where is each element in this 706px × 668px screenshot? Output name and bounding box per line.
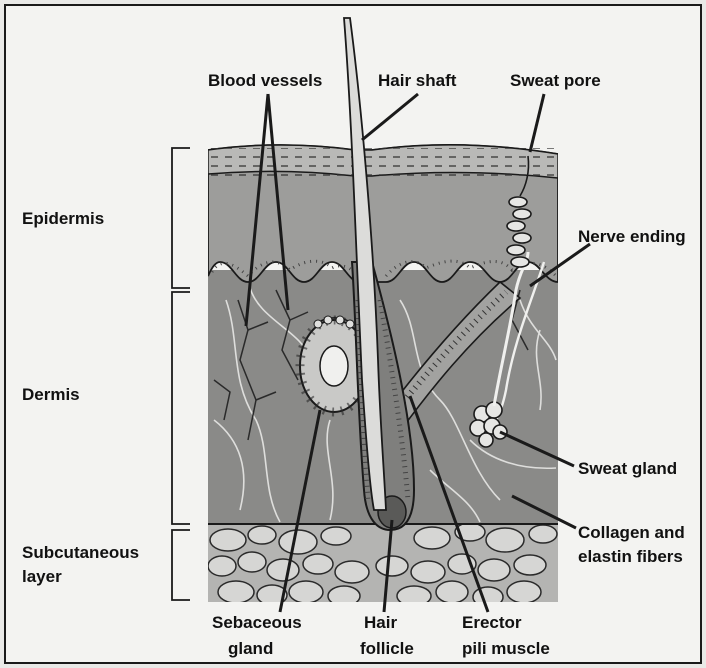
sweat-pore-leader xyxy=(530,94,544,152)
hair-shaft-label: Hair shaft xyxy=(378,71,457,90)
blood-vessels-label: Blood vessels xyxy=(208,71,322,90)
dermis-label: Dermis xyxy=(22,385,80,404)
hair-follicle-label-line1: Hair xyxy=(364,613,397,632)
sweat-gland-label: Sweat gland xyxy=(578,459,677,478)
epidermis-bracket xyxy=(172,148,190,288)
nerve-ending-label: Nerve ending xyxy=(578,227,686,246)
erector-label-line1: Erector xyxy=(462,613,522,632)
sebaceous-label-line1: Sebaceous xyxy=(212,613,302,632)
collagen-label-line2: elastin fibers xyxy=(578,547,683,566)
subcutaneous-bracket xyxy=(172,530,190,600)
skin-block xyxy=(208,145,558,607)
sebaceous-label-line2: gland xyxy=(228,639,273,658)
sweat-pore-label: Sweat pore xyxy=(510,71,601,90)
hair-follicle-label-line2: follicle xyxy=(360,639,414,658)
dermis-bracket xyxy=(172,292,190,524)
layer-brackets xyxy=(172,148,190,600)
hair-shaft-leader xyxy=(362,94,418,140)
erector-label-line2: pili muscle xyxy=(462,639,550,658)
epidermis-label: Epidermis xyxy=(22,209,104,228)
subcutaneous-label-line1: Subcutaneous xyxy=(22,543,139,562)
collagen-label-line1: Collagen and xyxy=(578,523,685,542)
subcutaneous-label-line2: layer xyxy=(22,567,62,586)
